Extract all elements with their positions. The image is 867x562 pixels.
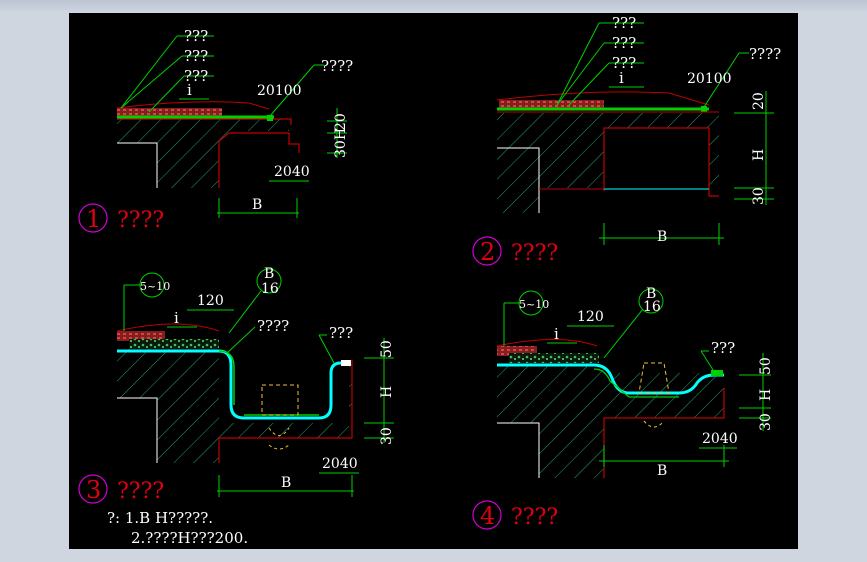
detail-3-dim-bottom: 2040 (322, 456, 358, 472)
detail-1-surface-layer (117, 108, 222, 117)
detail-4-dim-side-a: 50 (758, 357, 774, 375)
detail-3-number-circle (78, 474, 108, 504)
detail-3-dim-side-b: H (379, 386, 395, 398)
detail-3-brick-layer (117, 331, 165, 341)
detail-1-title: ???? (117, 208, 164, 233)
detail-2-number-circle (472, 236, 502, 266)
detail-4-tag-b-circle (638, 288, 664, 314)
detail-2-dim-side-c: 30 (751, 187, 767, 205)
detail-2-label-1: ??? (612, 14, 636, 32)
detail-3-title: ???? (117, 479, 164, 504)
detail-2-dim-side-a: 20 (751, 92, 767, 110)
detail-3-note-1: ?: 1.B H?????. (107, 509, 213, 527)
detail-1-dim-side-b: 30H (333, 128, 349, 158)
detail-4-dim-side-c: 30 (758, 413, 774, 431)
detail-1: ??? ??? ??? ???? i 20100 20 30H 2040 B 1… (78, 27, 353, 233)
cad-drawing-canvas[interactable]: ??? ??? ??? ???? i 20100 20 30H 2040 B 1… (69, 13, 798, 549)
detail-3-membrane (117, 349, 351, 420)
detail-4-title: ???? (511, 505, 558, 530)
detail-3-slab (117, 348, 352, 463)
detail-2-slope: i (619, 69, 624, 87)
detail-1-dim-bottom: 2040 (274, 164, 310, 180)
detail-3-note-2: 2.????H???200. (131, 529, 248, 547)
detail-2-dim-side-b: H (751, 149, 767, 161)
detail-2: ??? ??? ??? ???? i 20100 20 H 30 B 2 ???… (472, 14, 781, 266)
detail-1-dim-width: B (252, 197, 262, 213)
detail-3-tag-a: 5~10 (140, 280, 170, 293)
detail-3-label-b: ??? (329, 324, 353, 342)
window-frame-top (0, 0, 867, 13)
detail-3-label-a: ???? (257, 317, 289, 335)
detail-4-number-circle (472, 500, 502, 530)
detail-3-tag-b-bottom: 16 (261, 281, 279, 297)
detail-1-number: 1 (86, 205, 101, 233)
cad-drawing: ??? ??? ??? ???? i 20100 20 30H 2040 B 1… (78, 14, 781, 547)
detail-3-tag-b-circle (256, 268, 282, 294)
detail-1-label-1: ??? (184, 27, 208, 45)
detail-3-dim-width: B (281, 475, 291, 491)
detail-3-gravel-layer (129, 339, 219, 349)
detail-2-surface-layer (499, 100, 604, 108)
detail-4-dim-top: 120 (577, 309, 604, 325)
detail-4-dim-side-b: H (758, 389, 774, 401)
detail-1-label-2: ??? (184, 47, 208, 65)
detail-4-dim-bottom: 2040 (702, 431, 738, 447)
detail-4-dim-width: B (657, 463, 667, 479)
detail-4-gravel-layer (509, 353, 599, 363)
detail-4-brick-layer (497, 346, 537, 356)
detail-4: 5~10 B 16 120 i ??? 50 H 30 2040 B 4 ???… (472, 286, 774, 530)
detail-1-slab (117, 118, 289, 188)
detail-2-slab (497, 113, 719, 213)
detail-1-label-3: ??? (184, 67, 208, 85)
detail-1-number-circle (78, 203, 108, 233)
detail-3-dim-top: 120 (197, 293, 224, 309)
detail-4-label-b: ??? (711, 339, 735, 357)
detail-2-label-3: ??? (612, 54, 636, 72)
detail-4-tag-b-bottom: 16 (643, 299, 661, 315)
detail-2-title: ???? (511, 241, 558, 266)
detail-2-label-4: ???? (749, 45, 781, 63)
detail-4-tag-b-top: B (646, 286, 656, 302)
detail-1-dim-side-a: 20 (333, 113, 349, 131)
detail-3: 5~10 B 16 120 i ???? ??? 50 H 30 2040 B … (78, 266, 395, 547)
detail-4-grate (638, 362, 670, 394)
detail-3-number: 3 (86, 476, 101, 504)
detail-3-dim-side-a: 50 (379, 340, 395, 358)
detail-4-slope: i (554, 325, 559, 343)
detail-1-dim-top: 20100 (257, 83, 302, 99)
detail-3-grate (261, 384, 299, 416)
detail-2-dim-width: B (657, 229, 667, 245)
detail-3-dim-side-c: 30 (379, 427, 395, 445)
detail-4-number: 4 (480, 502, 495, 530)
detail-4-tag-a: 5~10 (519, 298, 549, 311)
detail-3-tag-b-top: B (264, 266, 274, 282)
detail-2-number: 2 (480, 238, 495, 266)
detail-1-slope: i (187, 81, 192, 99)
detail-2-label-2: ??? (612, 34, 636, 52)
detail-1-label-4: ???? (321, 57, 353, 75)
detail-2-dim-top: 20100 (687, 71, 732, 87)
detail-3-slope: i (174, 309, 179, 327)
